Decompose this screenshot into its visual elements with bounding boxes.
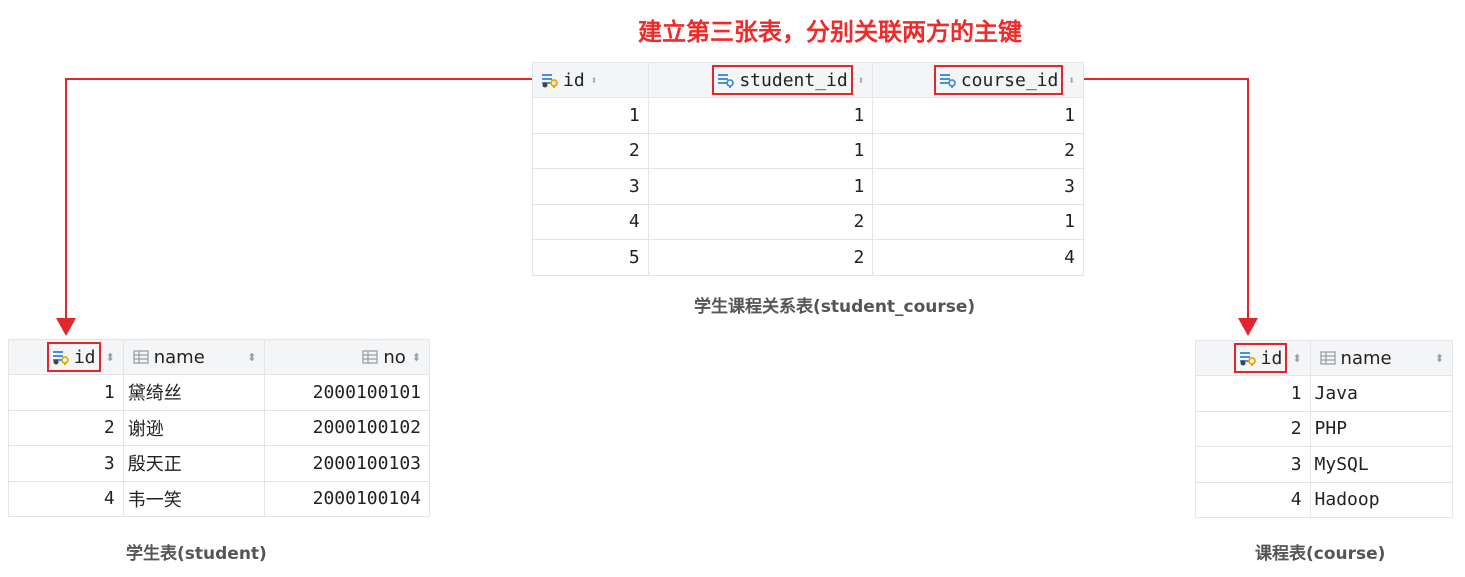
column-header-no[interactable]: no ⬍ bbox=[264, 339, 430, 375]
sort-arrows-icon[interactable]: ⬍ bbox=[247, 350, 257, 364]
cell-student-id[interactable]: 1 bbox=[647, 97, 874, 134]
student-table: id ⬍ name ⬍ bbox=[8, 339, 430, 517]
column-header-name[interactable]: name ⬍ bbox=[122, 339, 266, 375]
cell-student-id[interactable]: 1 bbox=[647, 132, 874, 169]
column-header-course-id[interactable]: course_id ⬍ bbox=[872, 62, 1084, 98]
sort-arrows-icon[interactable]: ⬍ bbox=[1068, 73, 1075, 87]
column-header-name[interactable]: name ⬍ bbox=[1309, 340, 1454, 376]
cell-no[interactable]: 2000100103 bbox=[264, 445, 430, 482]
primary-key-column-icon bbox=[52, 351, 69, 365]
column-header-label: name bbox=[1340, 347, 1392, 369]
sort-arrows-icon[interactable]: ⬍ bbox=[105, 350, 115, 364]
diagram-title: 建立第三张表，分别关联两方的主键 bbox=[638, 18, 1022, 46]
course-id-highlight: course_id bbox=[933, 65, 1064, 95]
sort-arrows-icon[interactable]: ⬍ bbox=[1434, 351, 1444, 365]
cell-id[interactable]: 4 bbox=[1195, 481, 1311, 518]
column-header-label: course_id bbox=[960, 69, 1059, 91]
course-id-link-arrow bbox=[1058, 78, 1249, 320]
column-header-label: name bbox=[153, 346, 205, 368]
cell-name[interactable]: Java bbox=[1309, 375, 1454, 412]
student-pk-highlight: id bbox=[46, 342, 101, 372]
cell-id[interactable]: 3 bbox=[8, 445, 124, 482]
cell-id[interactable]: 2 bbox=[1195, 410, 1311, 447]
cell-no[interactable]: 2000100102 bbox=[264, 409, 430, 446]
cell-id[interactable]: 5 bbox=[532, 239, 649, 276]
column-icon bbox=[1319, 351, 1336, 365]
cell-name[interactable]: Hadoop bbox=[1309, 481, 1454, 518]
sort-arrows-icon[interactable]: ⬍ bbox=[1292, 351, 1302, 365]
primary-key-column-icon bbox=[542, 74, 558, 88]
column-header-id[interactable]: id ⬍ bbox=[8, 339, 124, 375]
student-caption: 学生表(student) bbox=[126, 544, 267, 564]
student-id-link-arrow bbox=[65, 78, 696, 320]
column-header-student-id[interactable]: student_id ⬍ bbox=[647, 62, 874, 98]
column-icon bbox=[362, 350, 379, 364]
cell-student-id[interactable]: 2 bbox=[647, 239, 874, 276]
cell-course-id[interactable]: 1 bbox=[872, 203, 1084, 240]
cell-name[interactable]: MySQL bbox=[1309, 446, 1454, 483]
foreign-key-column-icon bbox=[939, 74, 956, 88]
cell-name[interactable]: PHP bbox=[1309, 410, 1454, 447]
cell-course-id[interactable]: 4 bbox=[872, 239, 1084, 276]
cell-id[interactable]: 1 bbox=[8, 374, 124, 411]
cell-course-id[interactable]: 2 bbox=[872, 132, 1084, 169]
column-header-id[interactable]: id ⬍ bbox=[532, 62, 649, 98]
course-pk-highlight: id bbox=[1233, 343, 1288, 373]
course-id-arrowhead bbox=[1238, 318, 1258, 336]
sort-arrows-icon[interactable]: ⬍ bbox=[857, 73, 865, 87]
cell-no[interactable]: 2000100104 bbox=[264, 480, 430, 517]
cell-student-id[interactable]: 1 bbox=[647, 168, 874, 205]
cell-id[interactable]: 2 bbox=[8, 409, 124, 446]
cell-id[interactable]: 3 bbox=[1195, 446, 1311, 483]
cell-name[interactable]: 韦一笑 bbox=[122, 480, 266, 517]
sort-arrows-icon[interactable]: ⬍ bbox=[411, 350, 421, 364]
sort-arrows-icon[interactable]: ⬍ bbox=[590, 73, 598, 87]
primary-key-column-icon bbox=[1239, 352, 1256, 366]
column-header-label: no bbox=[383, 346, 406, 368]
column-header-label: id bbox=[1260, 347, 1283, 369]
student-id-arrowhead bbox=[56, 318, 76, 336]
foreign-key-column-icon bbox=[718, 74, 735, 88]
cell-student-id[interactable]: 2 bbox=[647, 203, 874, 240]
column-header-id[interactable]: id ⬍ bbox=[1195, 340, 1311, 376]
student-course-caption: 学生课程关系表(student_course) bbox=[694, 297, 976, 317]
student-id-highlight: student_id bbox=[712, 65, 853, 95]
cell-id[interactable]: 2 bbox=[532, 132, 649, 169]
cell-name[interactable]: 黛绮丝 bbox=[122, 374, 266, 411]
cell-name[interactable]: 殷天正 bbox=[122, 445, 266, 482]
cell-id[interactable]: 1 bbox=[532, 97, 649, 134]
cell-no[interactable]: 2000100101 bbox=[264, 374, 430, 411]
cell-name[interactable]: 谢逊 bbox=[122, 409, 266, 446]
cell-id[interactable]: 4 bbox=[532, 203, 649, 240]
column-header-label: id bbox=[73, 346, 96, 368]
column-header-label: id bbox=[563, 69, 585, 91]
course-caption: 课程表(course) bbox=[1255, 544, 1386, 564]
cell-id[interactable]: 3 bbox=[532, 168, 649, 205]
cell-id[interactable]: 1 bbox=[1195, 375, 1311, 412]
cell-course-id[interactable]: 1 bbox=[872, 97, 1084, 134]
column-header-label: student_id bbox=[739, 69, 848, 91]
cell-course-id[interactable]: 3 bbox=[872, 168, 1084, 205]
student-course-table: id ⬍ student_id ⬍ bbox=[532, 62, 1084, 276]
column-icon bbox=[133, 350, 149, 364]
cell-id[interactable]: 4 bbox=[8, 480, 124, 517]
